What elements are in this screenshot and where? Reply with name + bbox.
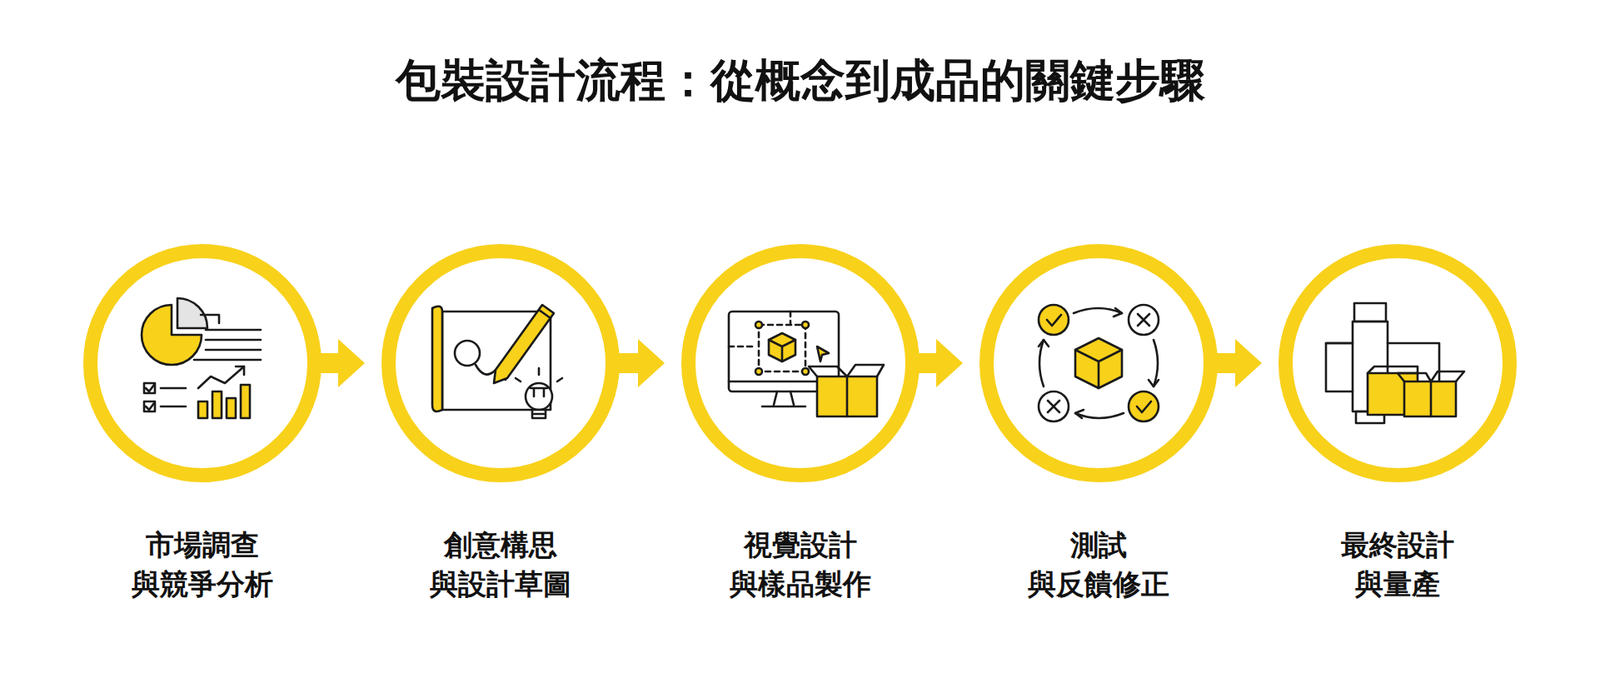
- sketch-icon: [432, 304, 563, 419]
- step-circle: 創意構思 與設計草圖: [381, 244, 620, 604]
- ring-outline: [979, 244, 1218, 483]
- step-label: 創意構思 與設計草圖: [407, 525, 594, 604]
- step-label: 測試 與反饋修正: [1005, 525, 1192, 604]
- feedback-icon: [1038, 304, 1159, 422]
- step-circle: 測試 與反饋修正: [979, 244, 1218, 604]
- design-icon: [728, 311, 884, 417]
- ring-outline: [681, 244, 920, 483]
- diagram-title: 包裝設計流程：從概念到成品的關鍵步驟: [0, 51, 1600, 110]
- ring-outline: [1278, 244, 1517, 483]
- step-circle: 市場調查 與競爭分析: [83, 244, 322, 604]
- step-label: 市場調查 與競爭分析: [109, 525, 296, 604]
- step-circle: 視覺設計 與樣品製作: [681, 244, 920, 604]
- step-circle: 最終設計 與量產: [1278, 244, 1517, 604]
- ring-outline: [83, 244, 322, 483]
- production-icon: [1325, 303, 1465, 424]
- flow-arrow: [614, 338, 665, 388]
- ring-outline: [381, 244, 620, 483]
- flow-arrow: [1212, 338, 1262, 388]
- step-label: 視覺設計 與樣品製作: [707, 525, 894, 604]
- flow-arrow: [914, 338, 963, 388]
- research-icon: [141, 298, 261, 419]
- flow-arrow: [316, 338, 365, 388]
- step-label: 最終設計 與量產: [1304, 525, 1491, 604]
